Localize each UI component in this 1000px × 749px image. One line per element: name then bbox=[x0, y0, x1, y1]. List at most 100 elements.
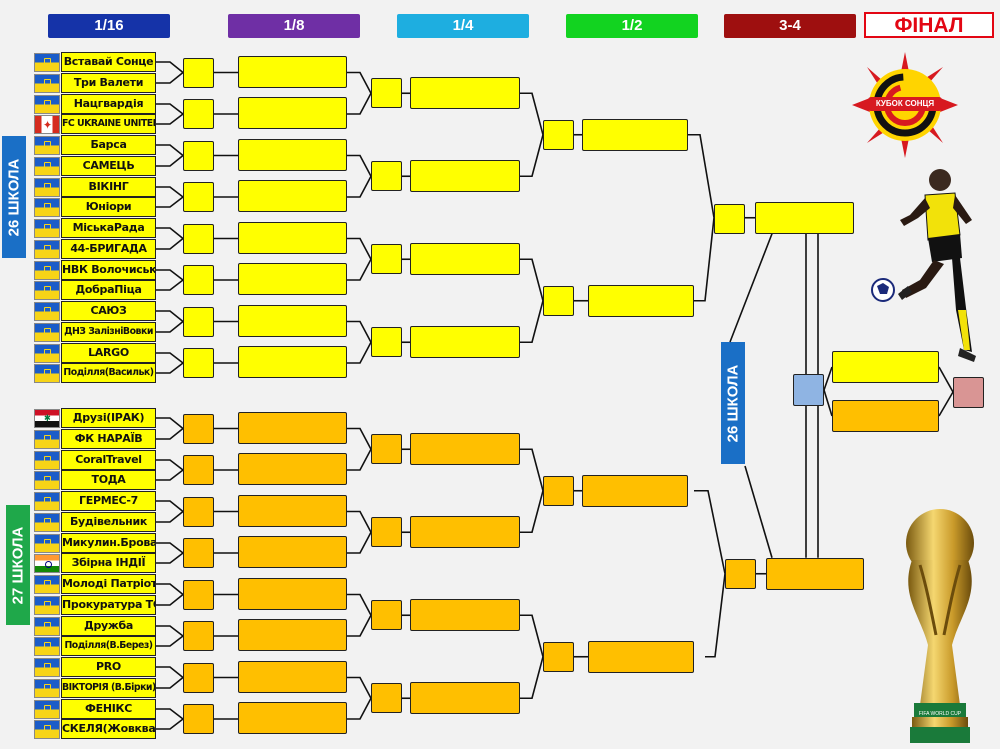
team-slot[interactable]: Поділля(Васильк) bbox=[61, 363, 156, 383]
winner-slot-1-4[interactable] bbox=[410, 243, 520, 276]
final-score-box[interactable] bbox=[953, 377, 984, 408]
team-slot[interactable]: Юніори bbox=[61, 197, 156, 217]
score-box-1-8[interactable] bbox=[371, 78, 402, 109]
final-slot-top[interactable] bbox=[832, 351, 939, 383]
score-box-1-8[interactable] bbox=[371, 434, 402, 465]
winner-slot-1-8[interactable] bbox=[238, 304, 347, 337]
winner-slot-1-2[interactable] bbox=[588, 640, 694, 673]
score-box-1-16[interactable] bbox=[183, 99, 214, 129]
winner-slot-1-2[interactable] bbox=[588, 284, 694, 317]
score-box-1-16[interactable] bbox=[183, 182, 214, 212]
team-slot[interactable]: САЮЗ bbox=[61, 301, 156, 321]
team-slot[interactable]: CoralTravel bbox=[61, 450, 156, 470]
team-slot[interactable]: 44-БРИГАДА bbox=[61, 239, 156, 259]
team-slot[interactable]: САМЕЦЬ bbox=[61, 156, 156, 176]
score-box-1-16[interactable] bbox=[183, 621, 214, 651]
score-box-1-16[interactable] bbox=[183, 662, 214, 693]
team-slot[interactable]: ФК НАРАЇВ bbox=[61, 429, 156, 449]
team-slot[interactable]: LARGO bbox=[61, 343, 156, 363]
score-box-1-4[interactable] bbox=[543, 119, 574, 150]
team-slot[interactable]: НВК Волочиськ bbox=[61, 260, 156, 280]
score-box-1-4[interactable] bbox=[543, 475, 574, 506]
team-slot[interactable]: PRO bbox=[61, 657, 156, 677]
winner-slot-1-8[interactable] bbox=[238, 702, 347, 734]
winner-slot-1-8[interactable] bbox=[238, 453, 347, 485]
score-box-1-16[interactable] bbox=[183, 579, 214, 610]
team-slot[interactable]: Прокуратура ТО bbox=[61, 595, 156, 615]
score-box-1-16[interactable] bbox=[183, 496, 214, 527]
score-box-1-4[interactable] bbox=[543, 641, 574, 672]
team-slot[interactable]: FC UKRAINE UNITED bbox=[61, 114, 156, 134]
winner-slot-1-8[interactable] bbox=[238, 619, 347, 651]
score-box-1-4[interactable] bbox=[543, 285, 574, 316]
team-slot[interactable]: ВІКТОРІЯ (В.Бірки) bbox=[61, 678, 156, 698]
score-box-1-8[interactable] bbox=[371, 244, 402, 275]
team-slot[interactable]: ДобраПіца bbox=[61, 280, 156, 300]
score-box-1-8[interactable] bbox=[371, 683, 402, 714]
team-slot[interactable]: Барса bbox=[61, 135, 156, 155]
winner-slot-1-8[interactable] bbox=[238, 180, 347, 212]
winner-slot-1-4[interactable] bbox=[410, 160, 520, 193]
team-slot[interactable]: Збірна ІНДІЇ bbox=[61, 553, 156, 573]
finalist-slot-top[interactable] bbox=[755, 201, 854, 234]
team-slot[interactable]: ГЕРМЕС-7 bbox=[61, 491, 156, 511]
score-box-1-16[interactable] bbox=[183, 57, 214, 88]
winner-slot-1-4[interactable] bbox=[410, 682, 520, 715]
winner-slot-1-8[interactable] bbox=[238, 138, 347, 171]
winner-slot-1-8[interactable] bbox=[238, 536, 347, 568]
final-slot-bottom[interactable] bbox=[832, 400, 939, 432]
score-box-1-8[interactable] bbox=[371, 600, 402, 631]
winner-slot-1-4[interactable] bbox=[410, 599, 520, 632]
score-box-1-16[interactable] bbox=[183, 140, 214, 171]
score-box-1-16[interactable] bbox=[183, 306, 214, 337]
score-box-1-8[interactable] bbox=[371, 517, 402, 548]
score-box-1-16[interactable] bbox=[183, 265, 214, 295]
winner-slot-1-8[interactable] bbox=[238, 263, 347, 295]
stage-tab-3-4[interactable]: 3-4 bbox=[724, 14, 856, 38]
team-slot[interactable]: Молоді Патріоти bbox=[61, 574, 156, 594]
score-box-1-16[interactable] bbox=[183, 704, 214, 734]
winner-slot-1-4[interactable] bbox=[410, 516, 520, 549]
stage-tab-1-2[interactable]: 1/2 bbox=[566, 14, 698, 38]
winner-slot-1-4[interactable] bbox=[410, 433, 520, 466]
winner-slot-1-8[interactable] bbox=[238, 221, 347, 254]
team-slot[interactable]: Будівельник bbox=[61, 512, 156, 532]
score-box-1-2[interactable] bbox=[725, 558, 756, 589]
stage-tab-1-16[interactable]: 1/16 bbox=[48, 14, 170, 38]
winner-slot-1-8[interactable] bbox=[238, 346, 347, 378]
stage-tab-1-8[interactable]: 1/8 bbox=[228, 14, 360, 38]
winner-slot-1-4[interactable] bbox=[410, 77, 520, 110]
team-slot[interactable]: ТОДА bbox=[61, 470, 156, 490]
team-slot[interactable]: ФЕНІКС bbox=[61, 699, 156, 719]
team-slot[interactable]: Поділля(В.Берез) bbox=[61, 636, 156, 656]
team-slot[interactable]: МіськаРада bbox=[61, 218, 156, 238]
score-box-1-16[interactable] bbox=[183, 348, 214, 378]
team-slot[interactable]: Нацгвардія bbox=[61, 94, 156, 114]
winner-slot-1-8[interactable] bbox=[238, 55, 347, 88]
stage-tab-final[interactable]: ФІНАЛ bbox=[864, 12, 994, 38]
stage-tab-1-4[interactable]: 1/4 bbox=[397, 14, 529, 38]
third-place-score-box[interactable] bbox=[793, 374, 824, 406]
team-slot[interactable]: Друзі(ІРАК) bbox=[61, 408, 156, 428]
team-slot[interactable]: Дружба bbox=[61, 616, 156, 636]
score-box-1-16[interactable] bbox=[183, 413, 214, 444]
winner-slot-1-8[interactable] bbox=[238, 660, 347, 693]
team-slot[interactable]: Три Валети bbox=[61, 73, 156, 93]
finalist-slot-bottom[interactable] bbox=[766, 557, 864, 590]
winner-slot-1-4[interactable] bbox=[410, 326, 520, 359]
score-box-1-2[interactable] bbox=[714, 203, 745, 234]
team-slot[interactable]: СКЕЛЯ(Жовква) bbox=[61, 719, 156, 739]
winner-slot-1-2[interactable] bbox=[582, 474, 688, 507]
team-slot[interactable]: Вставай Сонце bbox=[61, 52, 156, 72]
winner-slot-1-8[interactable] bbox=[238, 97, 347, 129]
winner-slot-1-8[interactable] bbox=[238, 577, 347, 610]
winner-slot-1-8[interactable] bbox=[238, 494, 347, 527]
score-box-1-8[interactable] bbox=[371, 327, 402, 358]
score-box-1-16[interactable] bbox=[183, 538, 214, 568]
winner-slot-1-2[interactable] bbox=[582, 118, 688, 151]
score-box-1-8[interactable] bbox=[371, 161, 402, 192]
team-slot[interactable]: Микулин.Бровар bbox=[61, 533, 156, 553]
team-slot[interactable]: ДНЗ ЗалізніВовки bbox=[61, 322, 156, 342]
team-slot[interactable]: ВІКІНГ bbox=[61, 177, 156, 197]
score-box-1-16[interactable] bbox=[183, 455, 214, 485]
